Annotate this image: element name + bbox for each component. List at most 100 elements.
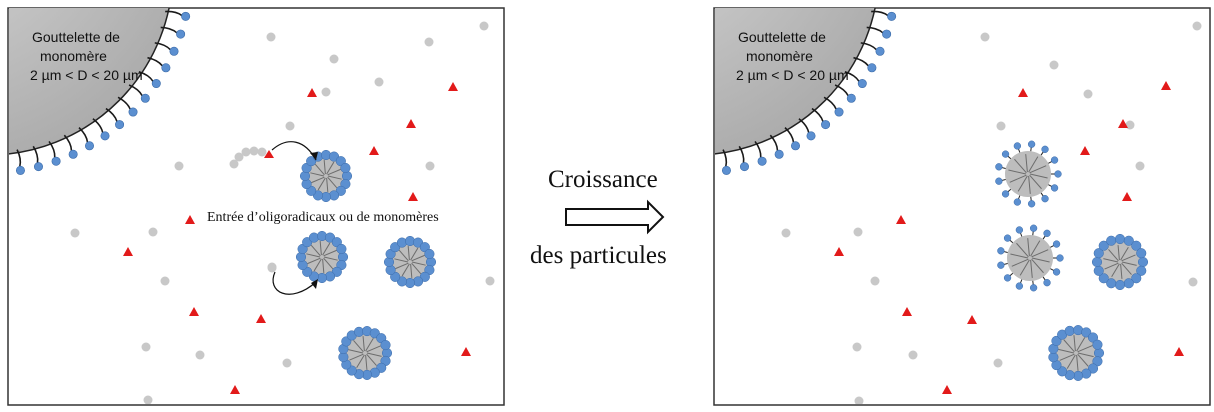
surfactant-tail: [853, 56, 870, 67]
surfactant-head: [140, 93, 150, 103]
radical-triangle: [461, 347, 471, 356]
surfactant-tail: [871, 10, 889, 17]
monomer-dot: [282, 358, 292, 368]
monomer-dot: [143, 395, 153, 404]
surfactant-tail: [738, 145, 745, 163]
monomer-dot: [1083, 89, 1093, 99]
entry-arrow-bottom: [272, 271, 317, 295]
radical-triangle: [896, 215, 906, 224]
surfactant-tail: [754, 140, 762, 158]
surfactant-tail: [844, 71, 860, 82]
latex-particle: [299, 149, 353, 203]
surfactant-tail: [722, 149, 728, 167]
surfactant-head: [739, 162, 749, 172]
droplet-label-line1: Gouttelette de: [738, 29, 826, 45]
surfactant-head: [68, 149, 78, 159]
surfactant-head: [0, 168, 6, 176]
surfactant-tail: [105, 107, 118, 122]
surfactant-head: [774, 149, 784, 159]
surfactant-head: [704, 168, 712, 176]
surfactant-tail: [78, 127, 89, 143]
radical-triangle: [408, 192, 418, 201]
droplet-label-line2: monomère: [746, 48, 813, 64]
center-subtitle: des particules: [530, 242, 667, 269]
monomer-dot: [479, 21, 489, 31]
surfactant-head: [875, 46, 885, 56]
surfactant-head: [721, 165, 731, 175]
surfactant-tail: [154, 42, 171, 51]
monomer-dot: [980, 32, 990, 42]
surfactant-tail: [769, 134, 779, 151]
monomer-dot: [195, 350, 205, 360]
monomer-dot: [1192, 21, 1202, 31]
surfactant-tail: [798, 118, 810, 133]
radical-triangle: [307, 88, 317, 97]
right-panel: Gouttelette de monomère 2 µm < D < 20 µm: [704, 0, 1211, 406]
latex-particle: [338, 326, 393, 380]
surfactant-tail: [860, 42, 877, 51]
monomer-dot: [1125, 120, 1135, 130]
surfactant-head: [834, 107, 844, 117]
latex-particle: [995, 140, 1062, 208]
surfactant-head: [115, 120, 125, 130]
monomer-dots: [70, 21, 495, 404]
oligomer-chain: [229, 146, 274, 169]
radical-triangle: [189, 307, 199, 316]
monomer-dot: [285, 121, 295, 131]
surfactant-tail: [128, 84, 143, 97]
radical-triangle: [448, 82, 458, 91]
surfactant-head: [185, 0, 193, 2]
surfactant-tail: [1, 152, 3, 169]
surfactant-head: [169, 46, 179, 56]
radical-triangle: [942, 385, 952, 394]
surfactant-tail: [834, 84, 849, 97]
monomer-dots: [781, 21, 1202, 404]
monomer-dot: [329, 54, 339, 64]
surfactant-tail: [147, 56, 164, 67]
monomer-dot: [174, 161, 184, 171]
surfactant-head: [846, 93, 856, 103]
monomer-dot: [1188, 277, 1198, 287]
surfactant-head: [33, 162, 43, 172]
monomer-dot: [854, 396, 864, 404]
left-panel: Entrée d’oligoradicaux ou de monomères G…: [0, 0, 505, 406]
surfactant-tail: [823, 96, 837, 110]
radical-triangles: [834, 81, 1184, 394]
entry-label: Entrée d’oligoradicaux ou de monomères: [207, 210, 439, 225]
monomer-dot: [266, 32, 276, 42]
surfactant-tail: [92, 118, 104, 133]
radical-triangle: [369, 146, 379, 155]
monomer-droplet: [0, 0, 193, 176]
monomer-dot: [485, 276, 495, 286]
surfactant-head: [867, 63, 877, 73]
monomer-dot: [996, 121, 1006, 131]
radical-triangle: [406, 119, 416, 128]
surfactant-tail: [165, 10, 183, 17]
radical-triangle: [902, 307, 912, 316]
surfactant-head: [128, 107, 138, 117]
center-transition: Croissance des particules: [530, 166, 667, 269]
radical-triangle: [1080, 146, 1090, 155]
surfactant-head: [176, 29, 186, 39]
surfactant-head: [806, 131, 816, 141]
monomer-dot: [425, 161, 435, 171]
surfactant-head: [15, 165, 25, 175]
surfactant-head: [891, 0, 899, 2]
surfactant-tail: [866, 26, 884, 34]
monomer-dot: [141, 342, 151, 352]
radical-triangle: [1174, 347, 1184, 356]
monomer-dot: [908, 350, 918, 360]
surfactant-head: [757, 156, 767, 166]
monomer-dot: [1049, 60, 1059, 70]
surfactant-head: [51, 156, 61, 166]
latex-particle: [997, 224, 1064, 292]
surfactant-tail: [117, 96, 131, 110]
surfactant-head: [100, 131, 110, 141]
latex-particle: [1091, 233, 1149, 291]
monomer-dot: [70, 228, 80, 238]
radical-triangle: [123, 247, 133, 256]
surfactant-tail: [16, 149, 22, 167]
radical-triangle: [967, 315, 977, 324]
monomer-dot: [148, 227, 158, 237]
